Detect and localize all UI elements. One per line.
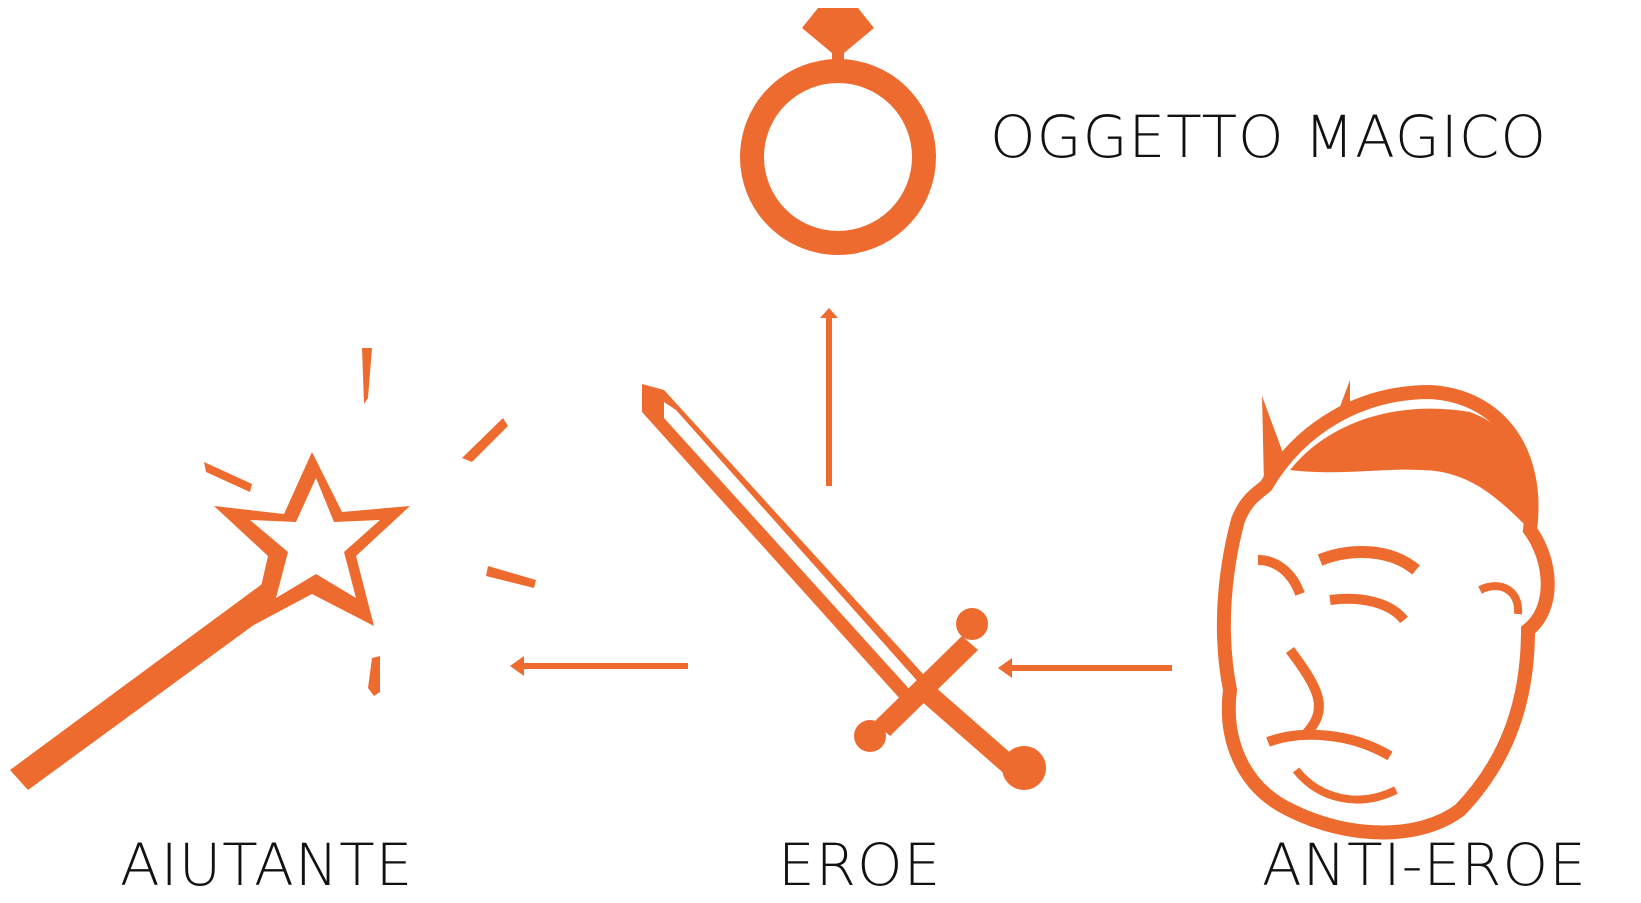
arrow-anti-hero-to-hero (998, 658, 1172, 678)
magic-wand-icon (10, 348, 536, 790)
arrow-hero-to-magic-object (820, 308, 838, 486)
devil-head-icon (1224, 380, 1548, 833)
hero-label: EROE (778, 836, 941, 894)
magic-object-label: OGGETTO MAGICO (990, 108, 1547, 166)
helper-label: AIUTANTE (120, 836, 413, 894)
anti-hero-label: ANTI-EROE (1262, 836, 1587, 894)
ring-icon (752, 8, 924, 243)
sword-icon (642, 384, 1046, 790)
arrow-hero-to-helper (510, 656, 688, 676)
